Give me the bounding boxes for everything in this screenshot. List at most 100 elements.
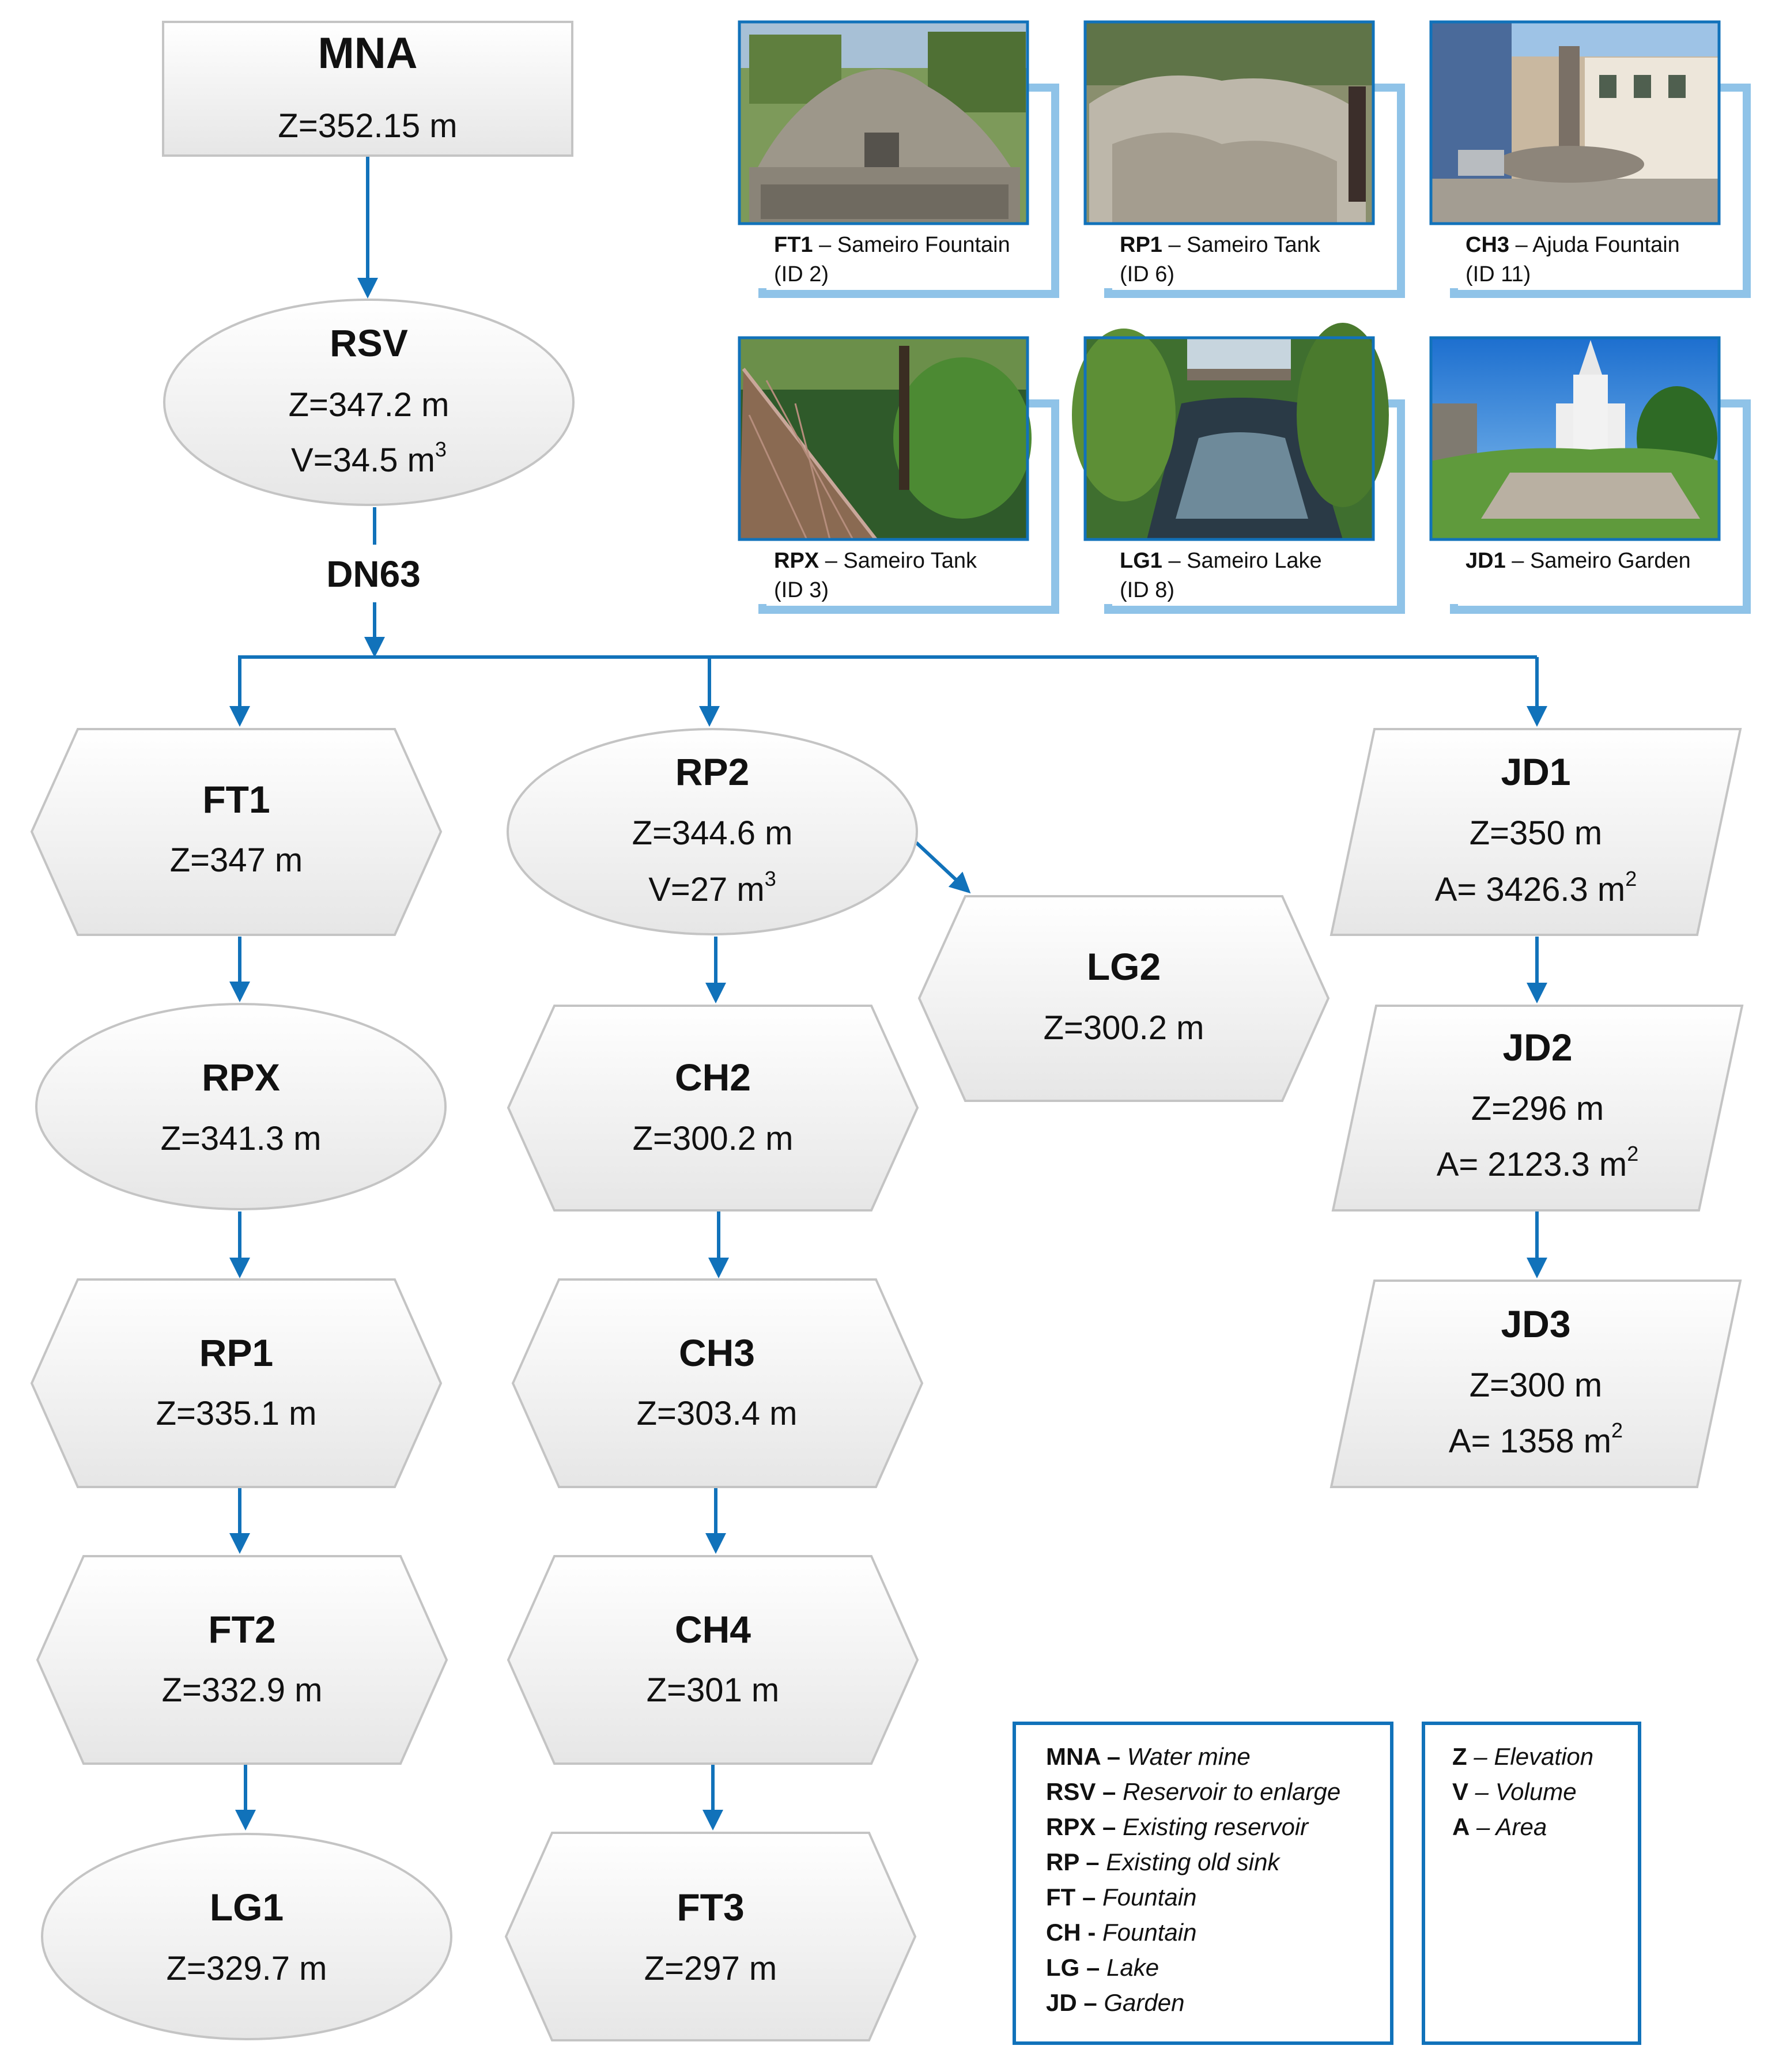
photo-card: CH3 – Ajuda Fountain (ID 11) — [1429, 20, 1751, 298]
photo-border — [738, 20, 1029, 225]
photo-caption-text: – Sameiro Tank — [819, 549, 977, 573]
legend-code: RSV – — [1046, 1778, 1123, 1805]
photo-caption-text: – Sameiro Fountain — [813, 233, 1010, 257]
legend-code: JD – — [1046, 1989, 1104, 2016]
node-area-value: A= 2123.3 m — [1437, 1146, 1627, 1183]
photo-caption-text: – Ajuda Fountain — [1509, 233, 1680, 257]
node-jd2-shape — [1331, 1005, 1744, 1212]
photo-caption-text: – Sameiro Garden — [1506, 549, 1691, 573]
legend-code: MNA – — [1046, 1743, 1127, 1770]
photo-caption-code: JD1 — [1465, 549, 1506, 573]
photo-caption: RP1 – Sameiro Tank — [1120, 233, 1321, 257]
node-title: CH4 — [675, 1608, 751, 1651]
legend-entry: LG – Lake — [1046, 1954, 1159, 1981]
node-area: A= 3426.3 m2 — [1435, 867, 1637, 908]
garden-photo — [1431, 338, 1719, 539]
photo-card: RPX – Sameiro Tank (ID 3) — [738, 336, 1059, 614]
legend-variables: Z – Elevation V – Volume A – Area — [1422, 1722, 1641, 2045]
legend-desc: Existing old sink — [1106, 1848, 1281, 1875]
node-title: JD1 — [1501, 750, 1570, 793]
node-area-superscript: 2 — [1611, 1418, 1623, 1442]
node-volume-superscript: 3 — [765, 867, 776, 890]
connectors — [229, 156, 1547, 1831]
node-ft3-shape — [504, 1832, 917, 2041]
node-rpx: RPX Z=341.3 m — [35, 1003, 447, 1210]
legend-entry: V – Volume — [1452, 1778, 1577, 1805]
node-title: CH2 — [675, 1056, 751, 1099]
node-jd3: JD3 Z=300 m A= 1358 m2 — [1329, 1280, 1742, 1488]
photo-card-caption-bg — [1431, 539, 1725, 604]
node-elevation: Z=301 m — [647, 1671, 780, 1709]
photo-card-caption-bg — [739, 539, 1033, 604]
node-title: MNA — [318, 29, 417, 78]
node-volume-value: V=27 m — [648, 871, 765, 908]
photo-card: RP1 – Sameiro Tank (ID 6) — [1083, 20, 1405, 298]
photo-caption: JD1 – Sameiro Garden — [1465, 549, 1691, 573]
node-rsv: RSV Z=347.2 m V=34.5 m3 — [163, 299, 575, 506]
node-rp1: RP1 Z=335.1 m — [30, 1278, 443, 1488]
legend-abbreviations-box — [1013, 1722, 1393, 2045]
legend-desc: – Volume — [1468, 1778, 1577, 1805]
legend-entry: FT – Fountain — [1046, 1884, 1196, 1911]
node-ch2: CH2 Z=300.2 m — [507, 1005, 919, 1212]
fenced-tank-photo — [739, 338, 1032, 541]
lake-photo — [1072, 323, 1389, 539]
node-lg2-shape — [917, 895, 1330, 1102]
node-elevation: Z=297 m — [644, 1950, 777, 1987]
node-elevation: Z=296 m — [1471, 1090, 1604, 1127]
node-mna: MNA Z=352.15 m — [162, 21, 573, 157]
legend-entry: A – Area — [1452, 1813, 1547, 1840]
node-ch2-shape — [507, 1005, 919, 1212]
legend-entry: RP – Existing old sink — [1046, 1848, 1281, 1875]
legend-desc: Reservoir to enlarge — [1123, 1778, 1340, 1805]
node-elevation: Z=344.6 m — [632, 814, 793, 852]
legend-desc: Fountain — [1102, 1884, 1196, 1911]
photo-caption: CH3 – Ajuda Fountain — [1465, 233, 1680, 257]
photo-card-caption-bg — [1431, 224, 1725, 288]
photo-caption-text: – Sameiro Tank — [1162, 233, 1321, 257]
legend-entry: Z – Elevation — [1452, 1743, 1593, 1770]
photo-caption-code: RP1 — [1120, 233, 1162, 257]
node-volume-value: V=34.5 m — [291, 441, 435, 479]
legend-code: A — [1452, 1813, 1470, 1840]
legend-code: RP – — [1046, 1848, 1106, 1875]
node-volume: V=34.5 m3 — [291, 437, 447, 479]
photo-caption-code: CH3 — [1465, 233, 1509, 257]
legend-abbreviations: MNA – Water mine RSV – Reservoir to enla… — [1013, 1722, 1393, 2045]
pipe-diameter-label: DN63 — [326, 553, 421, 595]
node-area-value: A= 1358 m — [1449, 1422, 1611, 1460]
legend-desc: Garden — [1104, 1989, 1184, 2016]
photo-border — [1083, 20, 1375, 225]
node-elevation: Z=300.2 m — [633, 1120, 794, 1157]
node-lg2: LG2 Z=300.2 m — [917, 895, 1330, 1102]
node-area-value: A= 3426.3 m — [1435, 871, 1626, 908]
node-rp1-shape — [30, 1278, 443, 1488]
photo-border — [1429, 336, 1721, 541]
legend-entry: RSV – Reservoir to enlarge — [1046, 1778, 1340, 1805]
node-ch3-shape — [511, 1278, 924, 1488]
legend-desc: Lake — [1106, 1954, 1159, 1981]
legend-desc: Fountain — [1102, 1919, 1196, 1946]
node-area-superscript: 2 — [1627, 1142, 1638, 1165]
legend-entry: JD – Garden — [1046, 1989, 1184, 2016]
node-ch4: CH4 Z=301 m — [507, 1555, 919, 1765]
stone-fountain-photo — [739, 22, 1028, 224]
photo-caption-id: (ID 8) — [1120, 578, 1174, 602]
legend-code: FT – — [1046, 1884, 1102, 1911]
node-jd1-shape — [1329, 728, 1742, 936]
photo-caption-id: (ID 2) — [774, 262, 829, 286]
connector-rp2-lg2 — [915, 841, 971, 894]
legend-desc: Existing reservoir — [1123, 1813, 1309, 1840]
node-jd3-shape — [1329, 1280, 1742, 1488]
node-elevation: Z=352.15 m — [278, 107, 457, 145]
photo-caption-text: – Sameiro Lake — [1162, 549, 1322, 573]
node-rpx-shape — [35, 1003, 447, 1210]
node-title: RP2 — [675, 750, 749, 793]
node-mna-shape — [162, 21, 573, 157]
node-elevation: Z=350 m — [1470, 814, 1603, 852]
node-ft2: FT2 Z=332.9 m — [36, 1555, 448, 1765]
legend-entry: RPX – Existing reservoir — [1046, 1813, 1309, 1840]
legend-desc: – Area — [1470, 1813, 1547, 1840]
node-title: FT1 — [202, 778, 270, 821]
